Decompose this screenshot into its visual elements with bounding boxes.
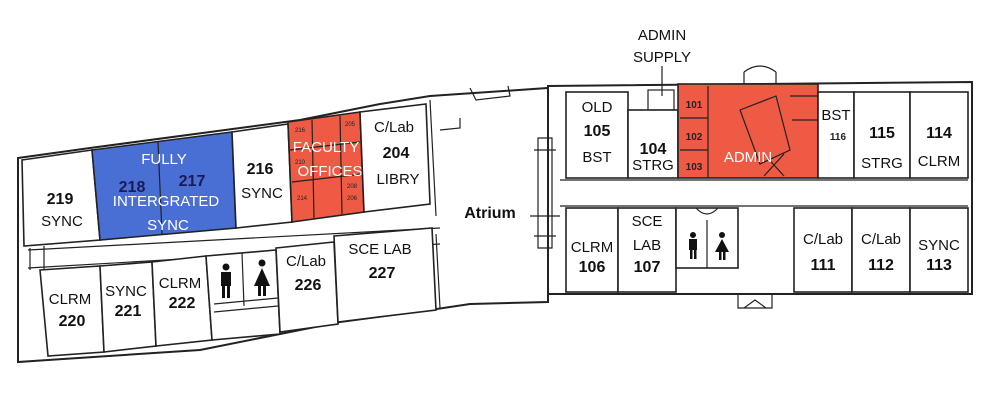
office-number: 102 bbox=[686, 132, 703, 143]
room-204[interactable]: C/Lab 204 LIBRY bbox=[359, 103, 431, 213]
room-number: 217 bbox=[179, 173, 206, 190]
room-number: 222 bbox=[169, 295, 196, 312]
faculty-offices[interactable]: 216 205 210 208 214 206 FACULTY OFFICES bbox=[287, 111, 365, 223]
room-221[interactable]: SYNC 221 bbox=[99, 261, 157, 353]
entrance-lower bbox=[737, 294, 773, 309]
room-label: LAB bbox=[633, 237, 661, 254]
room-label: SYNC bbox=[41, 213, 83, 230]
office-number: 210 bbox=[295, 160, 306, 166]
room-115[interactable]: 115 STRG bbox=[853, 91, 911, 179]
room-number: 104 bbox=[640, 141, 667, 158]
room-label: FACULTY bbox=[293, 139, 359, 156]
atrium[interactable]: Atrium bbox=[429, 85, 560, 309]
room-227[interactable]: SCE LAB 227 bbox=[333, 227, 437, 323]
office-number: 101 bbox=[686, 100, 703, 111]
room-116[interactable]: BST 116 bbox=[817, 91, 855, 179]
office-number: 206 bbox=[347, 196, 358, 202]
restroom-man-icon bbox=[689, 232, 697, 259]
office-number: 205 bbox=[345, 122, 356, 128]
room-number: 226 bbox=[295, 277, 322, 294]
room-number: 216 bbox=[247, 161, 274, 178]
restroom-woman-icon bbox=[254, 259, 270, 296]
room-label: SYNC bbox=[147, 217, 189, 234]
room-106[interactable]: CLRM 106 bbox=[565, 207, 619, 293]
office-number: 214 bbox=[297, 196, 308, 202]
room-number: 107 bbox=[634, 259, 661, 276]
room-number: 221 bbox=[115, 303, 142, 320]
room-label: STRG bbox=[632, 157, 674, 174]
room-label: CLRM bbox=[918, 153, 961, 170]
admin-supply-label: ADMIN bbox=[638, 27, 686, 44]
atrium-label: Atrium bbox=[464, 205, 516, 222]
room-218-217-integrated-sync[interactable]: FULLY 218 217 INTERGRATED SYNC bbox=[91, 131, 237, 241]
room-label: LIBRY bbox=[376, 171, 419, 188]
room-label: SYNC bbox=[241, 185, 283, 202]
room-label: BST bbox=[821, 107, 850, 124]
office-number: 208 bbox=[347, 184, 358, 190]
room-105[interactable]: OLD 105 BST bbox=[565, 91, 629, 179]
room-label: CLRM bbox=[159, 275, 202, 292]
room-number: 220 bbox=[59, 313, 86, 330]
restrooms-left bbox=[205, 249, 281, 341]
room-number: 227 bbox=[369, 265, 396, 282]
admin-supply[interactable]: ADMIN SUPPLY bbox=[633, 27, 691, 111]
room-label: INTERGRATED bbox=[113, 193, 220, 210]
room-number: 114 bbox=[926, 125, 952, 142]
restroom-man-icon bbox=[221, 263, 231, 298]
room-label: C/Lab bbox=[861, 231, 901, 248]
room-label: SCE bbox=[632, 213, 663, 230]
admin-supply-label: SUPPLY bbox=[633, 49, 691, 66]
room-label: C/Lab bbox=[286, 253, 326, 270]
room-107[interactable]: SCE LAB 107 bbox=[617, 207, 677, 293]
room-number: 112 bbox=[868, 257, 894, 274]
room-label: C/Lab bbox=[374, 119, 414, 136]
room-number: 111 bbox=[811, 257, 836, 274]
room-number: 106 bbox=[579, 259, 606, 276]
room-111[interactable]: C/Lab 111 bbox=[793, 207, 853, 293]
office-number: 103 bbox=[686, 162, 703, 173]
room-label: OLD bbox=[582, 99, 613, 116]
room-number: 113 bbox=[926, 257, 952, 274]
room-226[interactable]: C/Lab 226 bbox=[275, 241, 339, 333]
corridor-line-upper bbox=[27, 227, 441, 251]
room-number: 116 bbox=[830, 132, 847, 143]
room-label: SYNC bbox=[918, 237, 960, 254]
room-219[interactable]: 219 SYNC bbox=[21, 149, 101, 247]
room-label: OFFICES bbox=[297, 163, 362, 180]
room-label: C/Lab bbox=[803, 231, 843, 248]
restroom-woman-icon bbox=[715, 232, 729, 260]
room-112[interactable]: C/Lab 112 bbox=[851, 207, 911, 293]
room-104[interactable]: 104 STRG bbox=[627, 109, 679, 179]
room-220[interactable]: CLRM 220 bbox=[39, 265, 105, 357]
room-number: 204 bbox=[383, 145, 410, 162]
room-label: STRG bbox=[861, 155, 903, 172]
room-label: BST bbox=[582, 149, 611, 166]
room-216[interactable]: 216 SYNC bbox=[231, 123, 293, 229]
room-number: 115 bbox=[869, 125, 895, 142]
room-222[interactable]: CLRM 222 bbox=[151, 255, 213, 347]
room-114[interactable]: 114 CLRM bbox=[909, 91, 969, 179]
office-number: 216 bbox=[295, 128, 306, 134]
room-label: SCE LAB bbox=[348, 241, 411, 258]
room-number: 105 bbox=[584, 123, 611, 140]
room-label: ADMIN bbox=[724, 149, 772, 166]
room-label: FULLY bbox=[141, 151, 187, 168]
room-number: 219 bbox=[47, 191, 74, 208]
room-label: CLRM bbox=[49, 291, 92, 308]
room-label: CLRM bbox=[571, 239, 614, 256]
room-label: SYNC bbox=[105, 283, 147, 300]
restrooms-right bbox=[675, 207, 739, 269]
room-113[interactable]: SYNC 113 bbox=[909, 207, 969, 293]
admin-office[interactable]: 101 102 103 ADMIN bbox=[677, 65, 819, 179]
room-number: 218 bbox=[119, 179, 146, 196]
